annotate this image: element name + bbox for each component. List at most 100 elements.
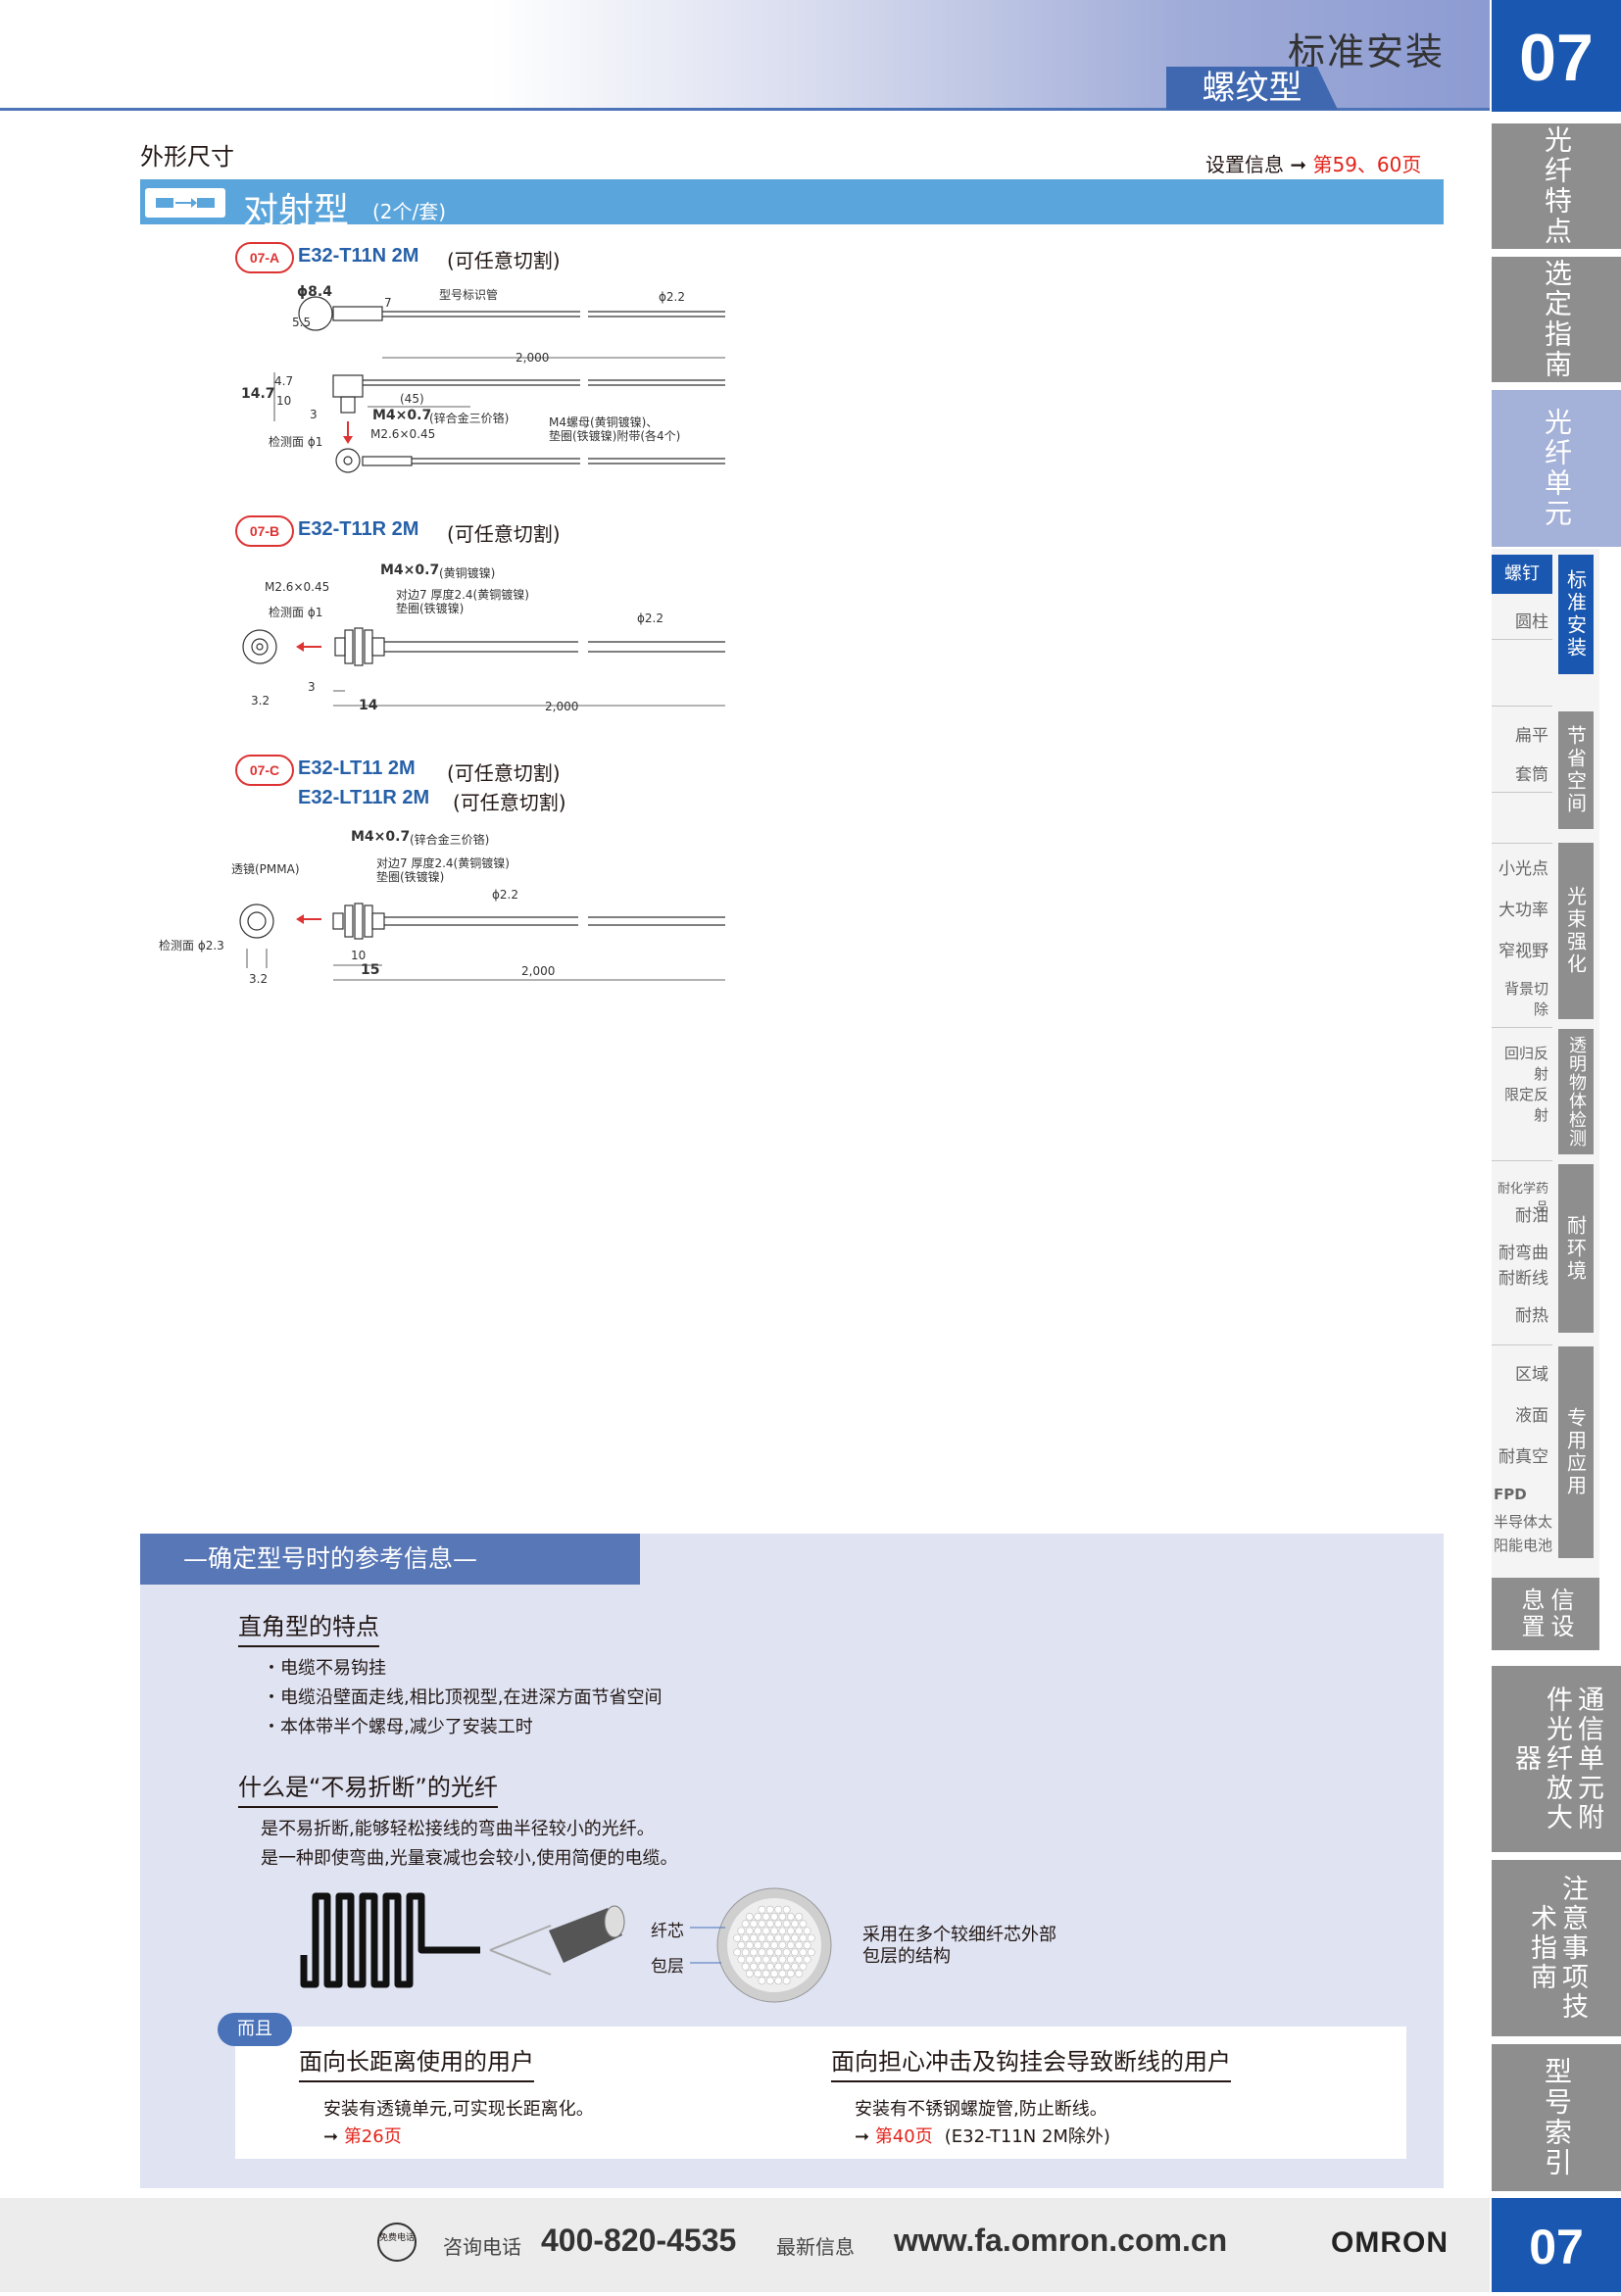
dim-label: 3.2 (251, 694, 270, 708)
dim-label: (锌合金三价铬) (429, 412, 510, 425)
sidebar-item-fpd[interactable]: FPD (1494, 1486, 1527, 1503)
dim-label: M2.6×0.45 (265, 580, 330, 594)
tab-setting-info[interactable]: 信设息置 (1492, 1578, 1599, 1650)
breakage-note: (E32-T11N 2M除外) (944, 2126, 1110, 2147)
sidebar-item-heat[interactable]: 耐热 (1515, 1306, 1548, 1326)
sidebar-group-transparent[interactable]: 透明物体检测 (1558, 1029, 1594, 1154)
type-title: 对射型 (243, 191, 350, 231)
sidebar-group-std-install[interactable]: 标准安装 (1558, 555, 1594, 674)
sidebar-item-vacuum[interactable]: 耐真空 (1498, 1447, 1548, 1467)
unbreakable-heading: 什么是“不易折断”的光纤 (238, 1768, 498, 1808)
drawing-07b (242, 627, 725, 707)
sidebar-item-area[interactable]: 区域 (1515, 1365, 1548, 1385)
sidebar-item-small-spot[interactable]: 小光点 (1498, 859, 1548, 879)
tab-label: 光纤单元 (1541, 408, 1573, 529)
divider (1492, 792, 1552, 793)
item-model: E32-T11R 2M (298, 518, 419, 540)
sidebar-item-high-power[interactable]: 大功率 (1498, 901, 1548, 920)
tab-label: 光纤特点 (1541, 125, 1573, 247)
dim-label: M2.6×0.45 (370, 427, 436, 441)
sidebar-group-special[interactable]: 专用应用 (1558, 1346, 1594, 1558)
phone-number[interactable]: 400-820-4535 (541, 2223, 737, 2258)
tab-amplifiers[interactable]: 通信单元附件光纤放大器 (1492, 1666, 1621, 1852)
dim-label: ϕ8.4 (297, 284, 332, 300)
tab-selection-guide[interactable]: 选定指南 (1492, 257, 1621, 382)
dim-label: 垫圈(铁镀镍)附带(各4个) (549, 429, 681, 443)
sidebar-item-limited[interactable]: 限定反射 (1503, 1086, 1548, 1124)
group-label: 耐环境 (1563, 1214, 1588, 1283)
fiber-illustration (300, 1887, 832, 2003)
core-label: 纤芯 (651, 1922, 684, 1941)
header-divider (0, 108, 1490, 111)
item-model: E32-T11N 2M (298, 245, 419, 267)
user-options-box (235, 2027, 1406, 2159)
sidebar-item-sleeve[interactable]: 套筒 (1515, 765, 1548, 785)
cladding-label: 包层 (651, 1957, 684, 1977)
phone-icon: 免费电话 (377, 2223, 417, 2262)
dim-label: 检测面 ϕ1 (269, 606, 323, 619)
dim-label: (锌合金三价铬) (410, 833, 490, 847)
item-note-2: (可任意切割) (453, 791, 566, 814)
reference-header: —确定型号时的参考信息— (140, 1534, 640, 1585)
sidebar-item-liquid[interactable]: 液面 (1515, 1406, 1548, 1426)
also-badge: 而且 (218, 2013, 292, 2046)
sidebar-item-bend[interactable]: 耐弯曲 (1498, 1244, 1548, 1263)
footer (0, 2198, 1490, 2292)
sidebar-item-chem[interactable]: 耐化学药品 (1497, 1182, 1548, 1215)
type-bar (140, 179, 1444, 224)
sidebar-item-bg-suppress[interactable]: 背景切除 (1503, 980, 1548, 1018)
sidebar-item-semi[interactable]: 半导体太 (1494, 1513, 1553, 1531)
dim-label: 7 (384, 296, 392, 310)
arrow-icon: ➞ (323, 2126, 344, 2147)
tab-tech-guide[interactable]: 注意事项技术指南 (1492, 1860, 1621, 2036)
page-title: 标准安装 (1287, 30, 1445, 73)
sidebar-item-solar[interactable]: 阳能电池 (1494, 1537, 1553, 1554)
structure-desc-1: 采用在多个较细纤芯外部 (862, 1925, 1056, 1945)
setting-info-pages[interactable]: 第59、60页 (1312, 153, 1422, 176)
setting-info-link[interactable]: 设置信息 ➞ 第59、60页 (1205, 149, 1421, 177)
tab-fiber-units[interactable]: 光纤单元 (1492, 390, 1621, 547)
section-title: 外形尺寸 (140, 143, 234, 171)
drawing-07c (239, 903, 725, 981)
sidebar-item-screw[interactable]: 螺钉 (1492, 555, 1552, 594)
dim-label: 透镜(PMMA) (231, 862, 300, 876)
sidebar-item-flat[interactable]: 扁平 (1515, 726, 1548, 746)
page-number: 07 (1492, 2198, 1621, 2292)
tab-fiber-features[interactable]: 光纤特点 (1492, 123, 1621, 249)
sidebar-item-cylinder[interactable]: 圆柱 (1515, 612, 1548, 632)
long-distance-page[interactable]: 第26页 (343, 2126, 402, 2147)
dim-label: 垫圈(铁镀镍) (376, 870, 445, 884)
dim-label: 10 (276, 394, 292, 408)
tab-label: 注意事项技术指南 (1526, 1875, 1588, 2022)
divider (1492, 1027, 1552, 1028)
divider (1492, 706, 1552, 707)
group-label: 光束强化 (1563, 886, 1588, 976)
phone-icon-text: 免费电话 (379, 2233, 416, 2243)
sidebar-group-save-space[interactable]: 节省空间 (1558, 711, 1594, 829)
breakage-page[interactable]: 第40页 (874, 2126, 933, 2147)
website-link[interactable]: www.fa.omron.com.cn (894, 2223, 1228, 2258)
item-note: (可任意切割) (447, 249, 561, 272)
breakage-link[interactable]: ➞ 第40页(E32-T11N 2M除外) (855, 2123, 1110, 2148)
sidebar-item-oil[interactable]: 耐油 (1515, 1206, 1548, 1226)
dim-label: M4×0.7 (380, 562, 440, 578)
divider (1492, 1344, 1552, 1345)
sidebar-group-beam[interactable]: 光束强化 (1558, 843, 1594, 1019)
sidebar-item-break[interactable]: 耐断线 (1498, 1269, 1548, 1289)
dim-label: ϕ2.2 (659, 290, 685, 304)
group-label: 专用应用 (1563, 1407, 1588, 1497)
item-tag: 07-A (235, 242, 294, 273)
sidebar-item-retro[interactable]: 回归反射 (1503, 1045, 1548, 1083)
omron-logo: OMRON (1331, 2226, 1449, 2259)
tab-model-index[interactable]: 型号索引 (1492, 2044, 1621, 2191)
through-beam-icon (145, 188, 225, 218)
item-tag: 07-C (235, 755, 294, 786)
dim-label: 对边7 厚度2.4(黄铜镀镍) (396, 588, 529, 602)
drawing-07a (273, 296, 725, 473)
sidebar-group-env[interactable]: 耐环境 (1558, 1164, 1594, 1333)
long-distance-link[interactable]: ➞ 第26页 (323, 2123, 402, 2148)
dim-label: M4×0.7 (372, 408, 432, 423)
sidebar-item-narrow-view[interactable]: 窄视野 (1498, 942, 1548, 961)
type-subtitle: (2个/套) (372, 200, 447, 223)
item-model: E32-LT11 2M (298, 757, 416, 779)
